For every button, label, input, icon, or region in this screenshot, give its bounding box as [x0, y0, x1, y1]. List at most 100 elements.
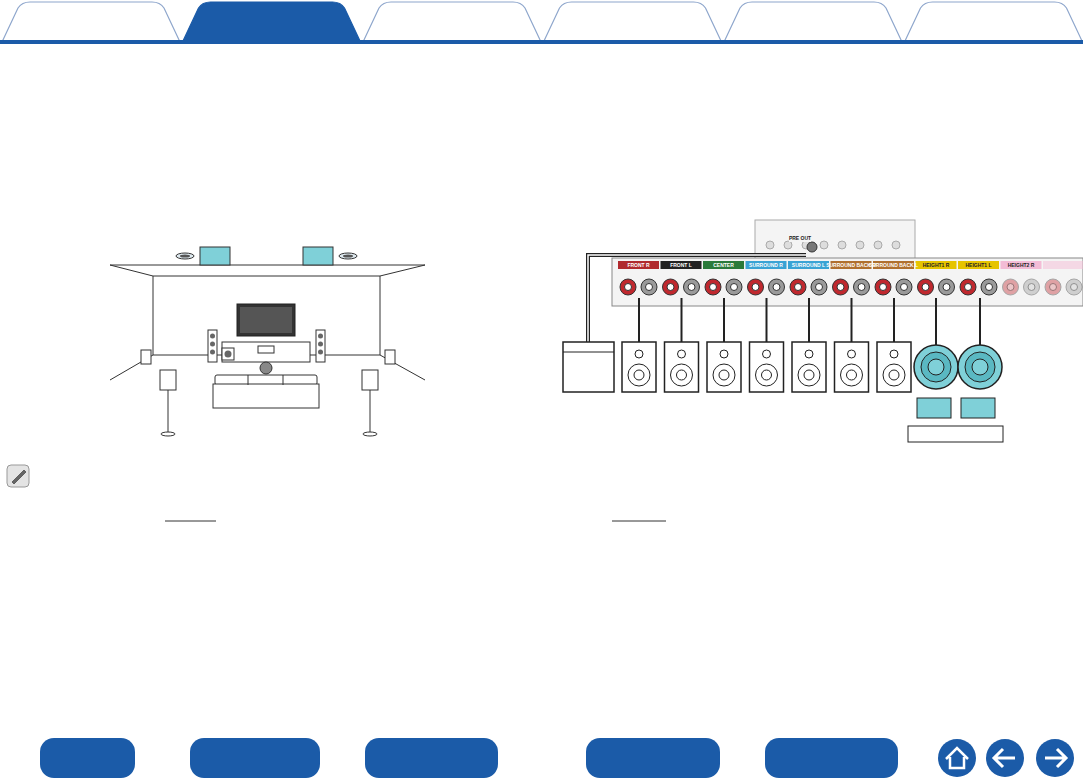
terminal-core: [880, 284, 887, 291]
room-edge: [153, 276, 154, 355]
tv: [237, 304, 295, 336]
woofer-cap: [889, 370, 899, 380]
terminal-core: [901, 284, 908, 291]
ceiling-speaker-icon: [914, 345, 958, 389]
speaker-terminal: [918, 279, 934, 295]
ceiling-speaker-cone: [180, 255, 190, 258]
note-icon: [7, 465, 29, 487]
preout-jack: [784, 241, 792, 249]
subwoofer-jack: [807, 242, 817, 252]
subwoofer-cable-core: [588, 255, 806, 342]
terminal-core: [965, 284, 972, 291]
speaker-terminal: [748, 279, 764, 295]
preout-jack: [892, 241, 900, 249]
terminal-core: [752, 284, 759, 291]
speaker-wire: [808, 298, 810, 342]
jack-label: PRE OUT: [789, 235, 811, 242]
height-marker: [961, 398, 995, 418]
stand: [168, 390, 169, 432]
terminal-label: FRONT R: [627, 262, 649, 269]
receiver: [258, 346, 274, 353]
couch-seam: [283, 375, 284, 385]
terminal-strip: [703, 261, 744, 269]
speaker-terminal: [726, 279, 742, 295]
stand: [370, 390, 371, 432]
sub-driver: [225, 351, 232, 358]
nav-tab: [183, 2, 361, 42]
woofer-cap: [677, 370, 687, 380]
terminal-core: [1028, 284, 1035, 291]
terminal-label: HEIGHT1 R: [923, 262, 950, 269]
woofer: [883, 364, 905, 386]
terminal-strip: [958, 261, 999, 269]
woofer: [756, 364, 778, 386]
terminal-strip: [1001, 261, 1042, 269]
tweeter: [890, 350, 898, 358]
terminal-label: SURROUND BACK R: [826, 262, 876, 269]
back-speaker: [362, 370, 378, 390]
speaker-terminal: [684, 279, 700, 295]
surround-speaker: [385, 350, 395, 364]
woofer: [628, 364, 650, 386]
terminal-strip: [788, 261, 829, 269]
stand-base: [363, 432, 377, 436]
footer-button: [190, 738, 320, 778]
couch: [213, 384, 319, 408]
woofer: [841, 364, 863, 386]
nav-tab: [905, 2, 1083, 42]
preout-jack: [874, 241, 882, 249]
preout-jack: [766, 241, 774, 249]
next-arrow: [1045, 749, 1066, 767]
terminal-core: [646, 284, 653, 291]
height-marker: [303, 247, 333, 265]
terminal-core: [816, 284, 823, 291]
driver: [318, 342, 323, 347]
terminal-strip: [916, 261, 957, 269]
driver: [210, 350, 215, 355]
back-button: [986, 739, 1024, 777]
tv-stand: [222, 342, 310, 362]
speaker-wire: [851, 298, 853, 342]
speaker-wire: [893, 298, 895, 342]
terminal-core: [688, 284, 695, 291]
terminal-core: [795, 284, 802, 291]
speaker-terminal: [1066, 279, 1082, 295]
speaker-terminal: [663, 279, 679, 295]
subwoofer-box: [563, 342, 614, 392]
speaker-terminal: [854, 279, 870, 295]
terminal-core: [1071, 284, 1078, 291]
ceiling-speaker-cap: [928, 359, 944, 375]
preout-jack: [820, 241, 828, 249]
terminal-label: SURROUND BACK L: [869, 262, 918, 269]
speaker-terminal: [833, 279, 849, 295]
speaker-terminal: [705, 279, 721, 295]
speaker-terminal: [939, 279, 955, 295]
driver: [318, 334, 323, 339]
speaker-terminal: [769, 279, 785, 295]
speaker-box: [665, 342, 699, 392]
speaker-box: [622, 342, 656, 392]
tweeter: [848, 350, 856, 358]
rear-panel: [612, 258, 1083, 306]
terminal-core: [858, 284, 865, 291]
speaker-box: [877, 342, 911, 392]
speaker-box: [835, 342, 869, 392]
speaker-terminal: [641, 279, 657, 295]
woofer: [713, 364, 735, 386]
footer-button: [40, 738, 135, 778]
speaker-wire: [638, 298, 640, 342]
speaker-terminal: [811, 279, 827, 295]
terminal-core: [922, 284, 929, 291]
front-speaker: [208, 330, 217, 362]
woofer-cap: [762, 370, 772, 380]
speaker-terminal: [620, 279, 636, 295]
terminal-core: [731, 284, 738, 291]
ceiling-speaker-icon: [958, 345, 1002, 389]
marker-bracket: [908, 426, 1003, 442]
couch-seam: [248, 375, 249, 385]
terminal-core: [773, 284, 780, 291]
terminal-label: HEIGHT1 L: [965, 262, 991, 269]
pencil: [12, 470, 26, 484]
nav-tab: [544, 2, 722, 42]
